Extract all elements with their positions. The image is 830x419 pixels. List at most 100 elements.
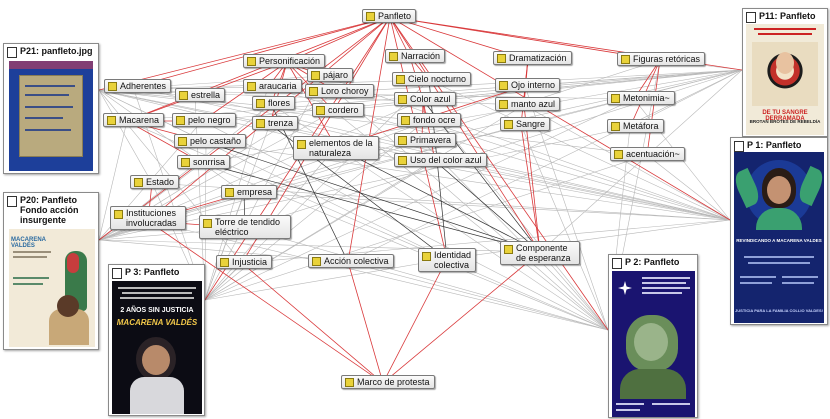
code-estado[interactable]: Estado (130, 175, 180, 189)
link-p21-empresa (98, 89, 245, 194)
code-icon (398, 135, 407, 145)
code-elementos-naturaleza[interactable]: elementos de la naturaleza (293, 136, 379, 160)
document-icon (612, 258, 622, 269)
code-label: sonrrisa (193, 157, 226, 167)
code-metonimia[interactable]: Metonimia~ (607, 91, 675, 105)
code-instituciones-involucradas[interactable]: Instituciones involucradas (110, 206, 186, 230)
code-trenza[interactable]: trenza (252, 116, 299, 130)
document-thumbnail: REVINDICANDO A MACARENA VALDES JUSTICIA … (734, 152, 824, 323)
code-color-azul[interactable]: Color azul (394, 92, 456, 106)
code-narracion[interactable]: Narración (385, 49, 446, 63)
link-identidad-marco (382, 258, 448, 384)
code-figuras-retoricas[interactable]: Figuras retóricas (617, 52, 706, 66)
code-loro-choroy[interactable]: Loro choroy (305, 84, 374, 98)
code-flores[interactable]: flores (252, 96, 296, 110)
document-icon (7, 47, 17, 58)
link-p2-primavera (421, 140, 609, 331)
document-p20[interactable]: P20: Panfleto Fondo acción insurgente MA… (3, 192, 99, 350)
link-p3-identidad (204, 258, 448, 301)
code-accion-colectiva[interactable]: Acción colectiva (308, 254, 394, 268)
code-icon (220, 257, 229, 267)
code-marco-protesta[interactable]: Marco de protesta (341, 375, 435, 389)
code-empresa[interactable]: empresa (221, 185, 278, 199)
code-label: Instituciones involucradas (126, 208, 177, 228)
link-p1-pajaro (322, 75, 731, 221)
code-icon (256, 118, 265, 128)
code-label: Injusticia (232, 257, 268, 267)
code-ojo-interno[interactable]: Ojo interno (495, 78, 561, 92)
code-pelo-negro[interactable]: pelo negro (172, 113, 236, 127)
code-label: pelo negro (188, 115, 231, 125)
document-p21[interactable]: P21: panfleto.jpg (3, 43, 99, 174)
code-icon (312, 256, 321, 266)
code-manto-azul[interactable]: manto azul (495, 97, 561, 111)
code-label: estrella (191, 90, 221, 100)
code-icon (247, 56, 256, 66)
code-dramatizacion[interactable]: Dramatización (493, 51, 572, 65)
code-icon (504, 245, 513, 254)
code-personificacion[interactable]: Personificación (243, 54, 326, 68)
link-p2-instit (147, 220, 609, 331)
code-cordero[interactable]: cordero (312, 103, 364, 117)
link-p21-estado (98, 89, 153, 184)
code-componente-esperanza[interactable]: Componente de esperanza (500, 241, 580, 265)
code-araucaria[interactable]: araucaria (243, 79, 302, 93)
code-estrella[interactable]: estrella (175, 88, 226, 102)
code-icon (114, 210, 123, 219)
code-icon (179, 90, 188, 100)
code-metafora[interactable]: Metáfora (607, 119, 664, 133)
link-usoazul-colorazul (421, 99, 436, 162)
code-injusticia[interactable]: Injusticia (216, 255, 273, 269)
document-thumbnail (9, 61, 93, 171)
document-thumbnail: MACARENA VALDÉS (9, 229, 95, 347)
code-label: fondo ocre (413, 115, 456, 125)
link-p1-cielo (428, 79, 731, 221)
code-sonrrisa[interactable]: sonrrisa (177, 155, 231, 169)
code-label: cordero (328, 105, 359, 115)
code-label: Adherentes (120, 81, 167, 91)
code-label: trenza (268, 118, 294, 128)
link-p1-identidad (446, 219, 731, 260)
code-label: Componente de esperanza (516, 243, 571, 263)
code-label: Ojo interno (511, 80, 556, 90)
link-pelocast-componente (205, 141, 541, 253)
code-sangre[interactable]: Sangre (500, 117, 551, 131)
code-label: flores (268, 98, 291, 108)
code-label: empresa (237, 187, 273, 197)
document-icon (112, 268, 122, 279)
code-primavera[interactable]: Primavera (394, 133, 457, 147)
code-identidad-colectiva[interactable]: Identidad colectiva (418, 248, 476, 272)
link-p3-fondo (204, 120, 426, 301)
code-panfleto[interactable]: Panfleto (362, 9, 417, 23)
code-label: Loro choroy (321, 86, 369, 96)
link-p1-fondo (424, 120, 731, 221)
code-acentuacion[interactable]: acentuación~ (610, 147, 685, 161)
document-p3[interactable]: P 3: Panfleto 2 AÑOS SIN JUSTICIA MACARE… (108, 264, 205, 416)
code-pajaro[interactable]: pájaro (307, 68, 354, 82)
link-p2-accion (347, 261, 609, 331)
code-label: Identidad colectiva (434, 250, 472, 270)
code-fondo-ocre[interactable]: fondo ocre (397, 113, 461, 127)
document-p11[interactable]: P11: Panfleto DE TU SANGRE DERRAMADA BRO… (742, 8, 828, 137)
document-p1[interactable]: P 1: Panfleto REVINDICANDO A MACARENA VA… (730, 137, 828, 325)
code-label: acentuación~ (626, 149, 680, 159)
link-p20-metafora (98, 126, 631, 241)
code-label: Uso del color azul (410, 155, 482, 165)
code-label: Panfleto (378, 11, 412, 21)
code-label: Torre de tendido eléctrico (215, 217, 281, 237)
code-pelo-castano[interactable]: pelo castaño (174, 134, 247, 148)
code-cielo-nocturno[interactable]: Cielo nocturno (392, 72, 472, 86)
code-label: pájaro (323, 70, 349, 80)
link-accion-marco (347, 261, 385, 384)
document-p2[interactable]: P 2: Panfleto (608, 254, 698, 418)
code-label: manto azul (511, 99, 556, 109)
code-torre-tendido[interactable]: Torre de tendido eléctrico (199, 215, 291, 239)
code-macarena[interactable]: Macarena (103, 113, 165, 127)
code-adherentes[interactable]: Adherentes (104, 79, 172, 93)
link-injust-marco (241, 262, 384, 384)
link-sangre-componente (520, 124, 542, 253)
link-macarena-panfleto (126, 16, 391, 122)
code-uso-color-azul[interactable]: Uso del color azul (394, 153, 487, 167)
link-componente-marco (382, 251, 541, 384)
